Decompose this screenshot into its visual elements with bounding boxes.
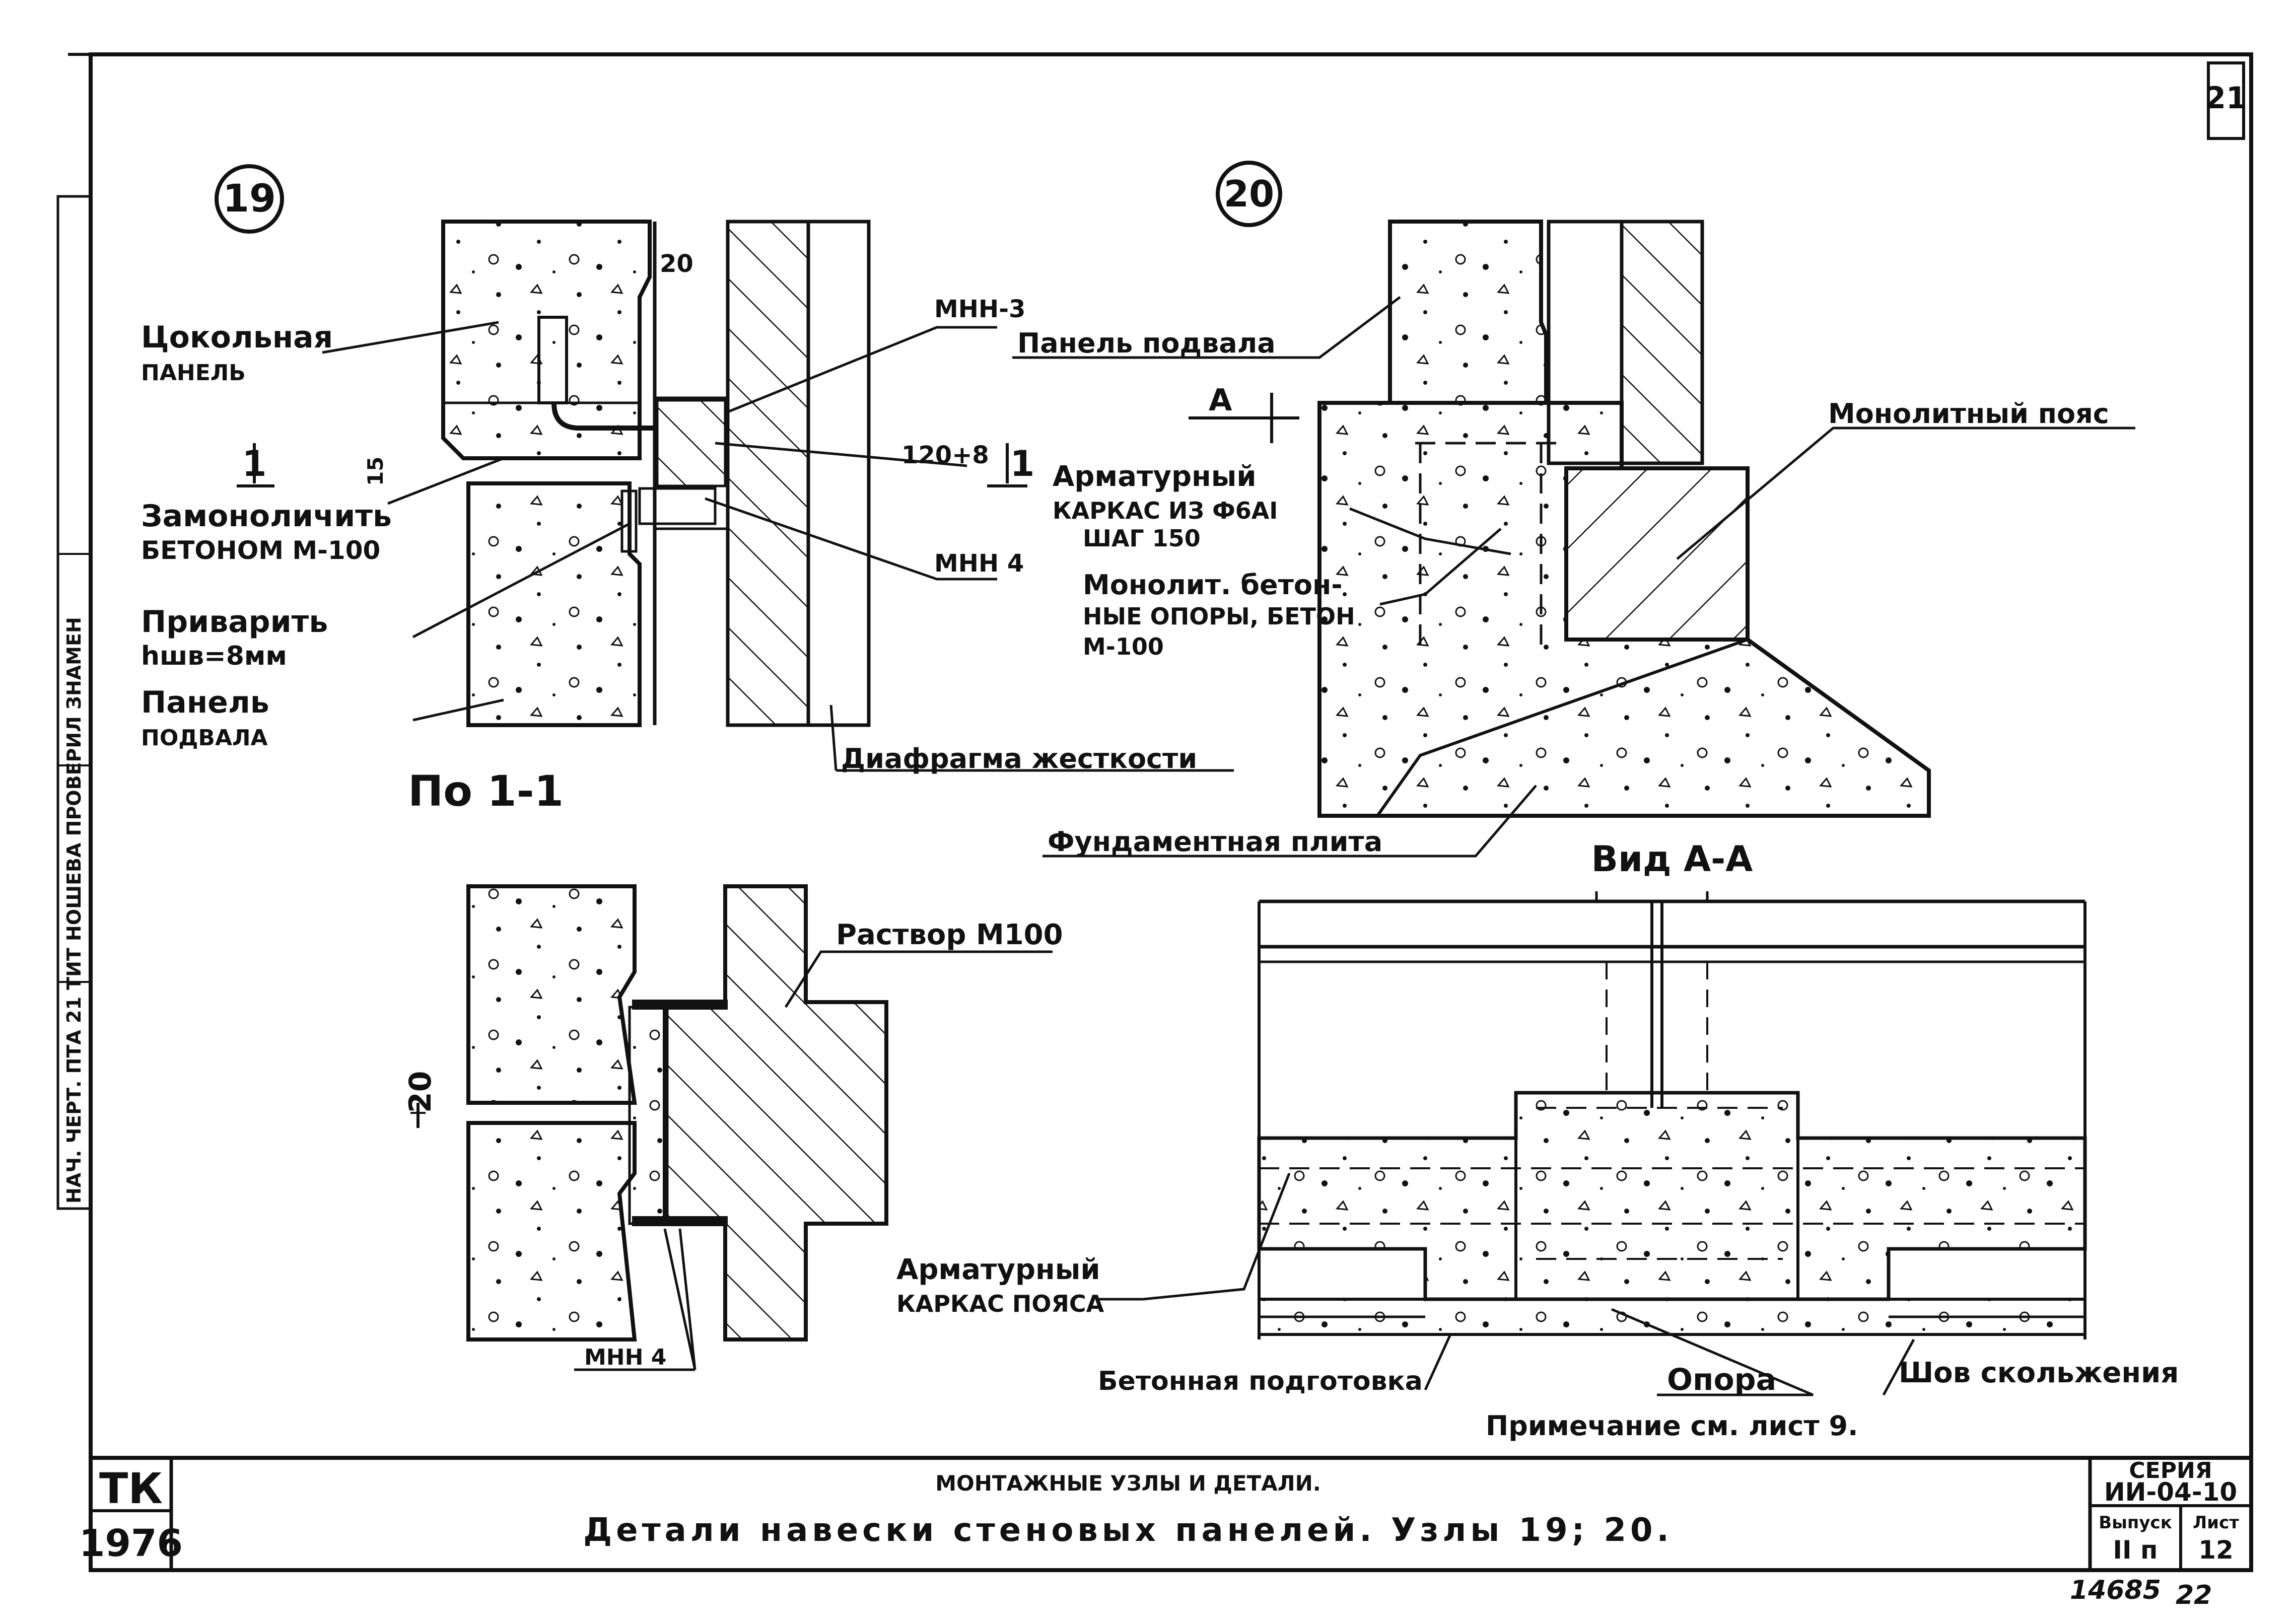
- node20-number: 20: [1224, 173, 1274, 215]
- section-mark-left: 1: [242, 443, 267, 484]
- basement-panel: [466, 481, 642, 727]
- series-value: ИИ-04-10: [2104, 1477, 2237, 1507]
- weld-label-2: hшв=8мм: [141, 641, 287, 671]
- dim-20-label: 20: [660, 250, 693, 278]
- welded-plate-stack: [656, 399, 727, 487]
- section11-drawing: [410, 884, 1053, 1371]
- frame-label-2: КАРКАС ИЗ Ф6АI: [1053, 497, 1278, 524]
- monolithic-belt: [1564, 466, 1750, 642]
- supports-label-3: М-100: [1083, 633, 1164, 660]
- series-label: СЕРИЯ: [2129, 1458, 2212, 1484]
- node20-drawing: [1012, 161, 2135, 858]
- fill-label-1: Замоноличить: [141, 499, 392, 534]
- belt-with-support: [1257, 1091, 2087, 1301]
- sheet-label: Лист: [2193, 1513, 2239, 1533]
- weld-label-1: Приварить: [141, 604, 328, 640]
- bottom-right-code: 22: [2176, 1580, 2212, 1610]
- fill-label-2: БЕТОНОМ М-100: [141, 536, 380, 565]
- viewAA-drawing: [1098, 891, 2087, 1396]
- supports-label-2: НЫЕ ОПОРЫ, БЕТОН: [1083, 603, 1355, 630]
- node19-drawing: [215, 164, 1234, 772]
- side-stamp: [56, 195, 92, 1210]
- year: 1976: [79, 1522, 183, 1565]
- view-arrow-label: А: [1209, 383, 1232, 418]
- stiffening-diaphragm: [726, 220, 810, 727]
- frame-label-3: ШАГ 150: [1083, 525, 1201, 552]
- belt-label: Монолитный пояс: [1828, 398, 2109, 430]
- frame-label-1: Арматурный: [1053, 460, 1257, 493]
- section-diaphragm: [663, 884, 888, 1342]
- viewAA-frame-1: Арматурный: [896, 1253, 1100, 1286]
- node19-number: 19: [223, 176, 276, 221]
- section-dim-20-label: 20: [403, 1071, 438, 1113]
- socle-panel: [441, 220, 652, 460]
- note-label: Примечание см. лист 9.: [1486, 1410, 1858, 1442]
- basement-label-2: ПОДВАЛА: [141, 725, 268, 751]
- drawing-title: Детали навески стеновых панелей. Узлы 19…: [583, 1512, 1673, 1549]
- dim-15-label: 15: [363, 457, 388, 486]
- section-mn4-label: МНН 4: [584, 1345, 666, 1370]
- sheet-number: 21: [2205, 81, 2247, 116]
- foundation-label: Фундаментная плита: [1048, 826, 1382, 858]
- issue-label: Выпуск: [2099, 1513, 2172, 1533]
- prep-label: Бетонная подготовка: [1098, 1366, 1423, 1396]
- side-stamp-text: НАЧ. ЧЕРТ. ПТА 21 ТИТ НОШЕВА ПРОВЕРИЛ ЗН…: [63, 617, 85, 1204]
- viewAA-frame-2: КАРКАС ПОЯСА: [896, 1290, 1104, 1317]
- issue-value: II п: [2113, 1535, 2158, 1565]
- mn3-label: МНН-3: [934, 295, 1025, 323]
- support-label: Опора: [1667, 1362, 1776, 1397]
- diaphragm-label: Диафрагма жесткости: [841, 743, 1197, 774]
- basement-label-1: Панель: [141, 685, 269, 720]
- section-title: По 1-1: [408, 766, 564, 816]
- socle-label-2: ПАНЕЛЬ: [141, 360, 246, 386]
- mn4-label: МНН 4: [934, 549, 1024, 578]
- mortar-label: Раствор М100: [836, 919, 1063, 951]
- basement-panel-label: Панель подвала: [1017, 327, 1276, 359]
- seam-label: Шов скольжения: [1899, 1357, 2179, 1389]
- dim-120-label: 120+8: [901, 441, 989, 469]
- org-code: ТК: [99, 1464, 163, 1513]
- title-block: [91, 1456, 2251, 1570]
- drawing-subtitle: МОНТАЖНЫЕ УЗЛЫ И ДЕТАЛИ.: [935, 1471, 1320, 1496]
- viewAA-title: Вид А-А: [1591, 838, 1753, 880]
- supports-label-1: Монолит. бетон-: [1083, 569, 1343, 601]
- section-mark-right: 1: [1010, 443, 1035, 484]
- bottom-left-code: 14685: [2070, 1575, 2161, 1605]
- node19-circle: [215, 164, 284, 234]
- sheet-value: 12: [2198, 1535, 2234, 1565]
- socle-label-1: Цокольная: [141, 320, 333, 355]
- node20-circle: [1216, 161, 1282, 227]
